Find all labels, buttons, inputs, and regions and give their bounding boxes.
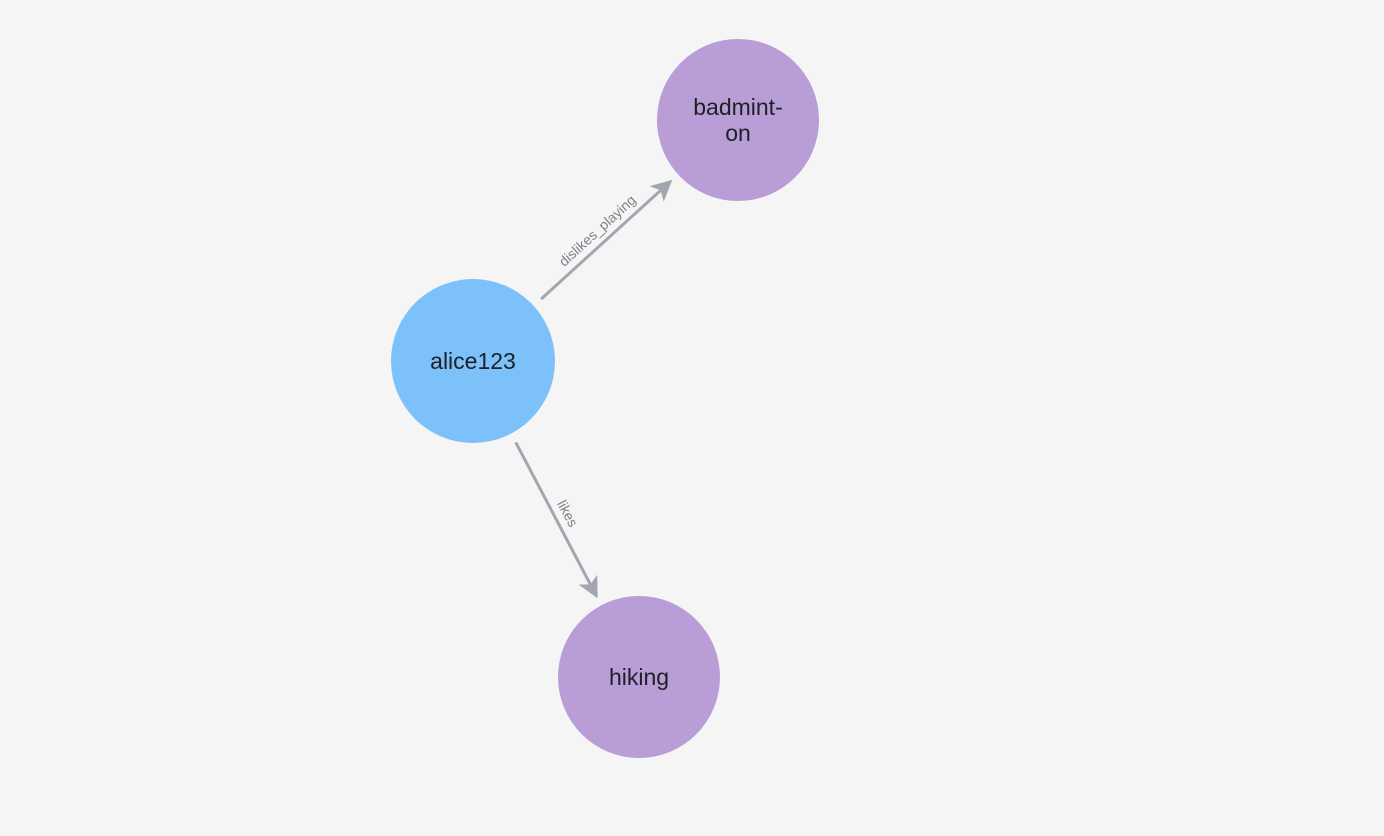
node-alice123[interactable]: alice123	[391, 279, 555, 443]
edge-label[interactable]: dislikes_playing	[555, 192, 638, 270]
node-hiking[interactable]: hiking	[558, 596, 720, 758]
node-label: hiking	[608, 663, 670, 690]
node-label: alice123	[430, 347, 516, 374]
node-badminton[interactable]: badmint- on	[657, 39, 819, 201]
node-label: badmint- on	[693, 93, 783, 146]
edge-line-alice123-badminton[interactable]	[540, 179, 673, 301]
edge-line-alice123-hiking[interactable]	[514, 441, 599, 599]
